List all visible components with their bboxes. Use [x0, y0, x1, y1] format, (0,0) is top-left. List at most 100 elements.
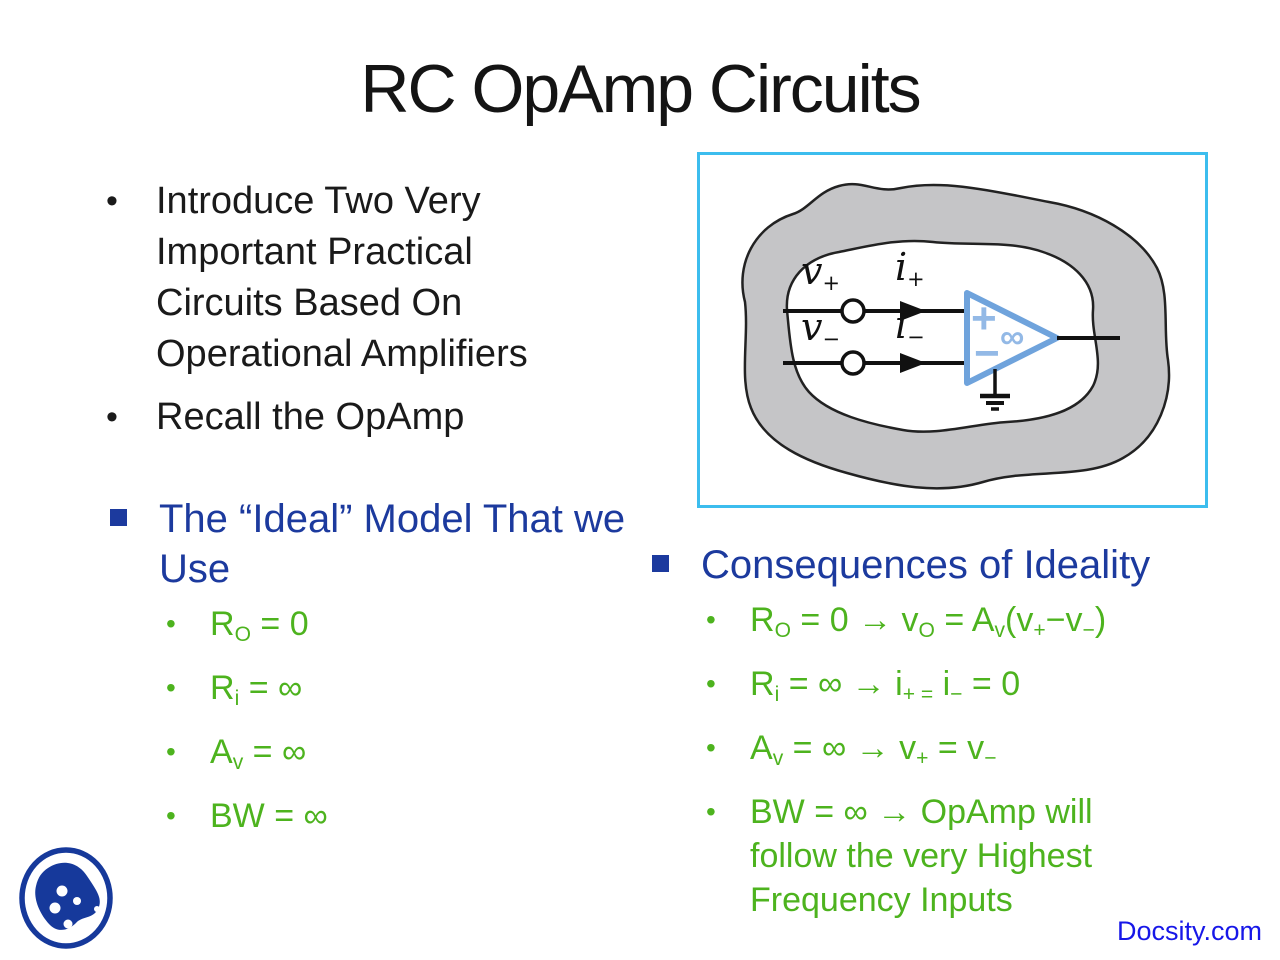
text-run: i	[895, 245, 908, 289]
subscript: −	[907, 324, 925, 349]
bullet-icon: •	[706, 731, 716, 763]
intro-bullet-item: • Introduce Two Very Important Practical …	[106, 176, 606, 380]
subscript: −	[984, 746, 997, 770]
text-run: = ∞	[239, 668, 303, 707]
subscript: v	[994, 618, 1006, 642]
terminal-v-minus	[840, 350, 866, 376]
text-run: )	[1094, 601, 1107, 639]
text-run: BW = ∞ → OpAmp will follow the very High…	[750, 792, 1093, 919]
subscript: O	[234, 622, 251, 646]
square-bullet-icon	[652, 555, 669, 572]
text-run: −v	[1045, 601, 1083, 639]
subscript: +	[916, 746, 929, 770]
bullet-icon: •	[166, 608, 176, 639]
consequences-item: • BW = ∞ → OpAmp will follow the very Hig…	[706, 790, 1180, 922]
list-item-text: Av = ∞	[210, 730, 306, 785]
opamp-triangle	[964, 290, 1060, 386]
list-item-text: Ri = ∞ → i+ = i− = 0	[750, 662, 1180, 717]
text-run: R	[210, 605, 235, 643]
text-run: BW = ∞	[210, 796, 328, 835]
bullet-icon: •	[166, 735, 176, 767]
list-item-text: BW = ∞ → OpAmp will follow the very High…	[750, 790, 1180, 922]
text-run: i	[895, 303, 908, 347]
subscript: +	[822, 270, 840, 295]
opamp-plus-sign: +	[971, 294, 997, 343]
text-run: R	[750, 664, 775, 703]
bullet-icon: •	[706, 667, 716, 699]
list-item-text: Recall the OpAmp	[156, 396, 465, 438]
subscript: O	[774, 618, 791, 642]
ground-icon	[980, 369, 1010, 411]
arrow-i-minus	[900, 353, 926, 373]
label-i-plus: i+	[895, 246, 925, 300]
opamp-figure-canvas	[697, 152, 1208, 508]
list-item-text: Introduce Two Very Important Practical C…	[156, 180, 528, 375]
text-run: A	[750, 728, 773, 767]
opamp-infinity-gain: ∞	[1000, 318, 1025, 356]
list-item-text: RO = 0 → vO = Av(v+−v−)	[750, 598, 1180, 653]
consequences-item: • Av = ∞ → v+ = v−	[706, 726, 1180, 781]
subscript: +	[907, 266, 925, 291]
intro-bullet-list: • Introduce Two Very Important Practical …	[106, 176, 606, 455]
slide-title: RC OpAmp Circuits	[360, 51, 921, 127]
text-run: R	[750, 601, 775, 639]
consequences-item: • Ri = ∞ → i+ = i− = 0	[706, 662, 1180, 717]
ideal-model-list: • RO = 0 • Ri = ∞ • Av = ∞ • BW = ∞	[166, 602, 328, 847]
text-run: = ∞ → v	[783, 728, 917, 767]
text-run: A	[210, 732, 233, 771]
text-run: v	[801, 249, 823, 293]
square-bullet-icon	[110, 509, 127, 526]
ideal-model-heading-text: The “Ideal” Model That we Use	[159, 497, 626, 591]
docsity-brand-link[interactable]: Docsity.com	[1116, 916, 1262, 946]
bullet-icon: •	[106, 398, 118, 436]
subscript: i	[774, 682, 780, 706]
ideal-model-item: • Av = ∞	[166, 730, 328, 785]
subscript: v	[772, 746, 784, 770]
list-item-text: Av = ∞ → v+ = v−	[750, 726, 1180, 781]
subscript: −	[1082, 618, 1095, 642]
subscript: O	[918, 618, 935, 642]
bullet-icon: •	[706, 795, 716, 827]
terminal-v-plus	[840, 298, 866, 324]
opamp-figure: v+ i+ v− i− + − ∞	[697, 152, 1208, 508]
ideal-model-item: • Ri = ∞	[166, 666, 328, 721]
subscript: +	[1033, 618, 1046, 642]
gray-blob-inner-hole	[785, 239, 1100, 433]
bullet-icon: •	[706, 604, 716, 635]
subscript: −	[950, 682, 963, 706]
ideal-model-item: • RO = 0	[166, 602, 328, 657]
text-run: = 0	[250, 605, 309, 643]
list-item-text: BW = ∞	[210, 794, 328, 838]
text-run: = v	[928, 728, 985, 767]
subscript: v	[232, 750, 244, 774]
subscript: + =	[902, 682, 934, 706]
bullet-icon: •	[106, 182, 118, 220]
docsity-palette-logo	[19, 847, 113, 949]
list-item-text: RO = 0	[210, 602, 309, 657]
text-run: v	[801, 305, 823, 349]
text-run: = A	[934, 601, 995, 639]
label-i-minus: i−	[895, 304, 925, 358]
text-run: (v	[1005, 601, 1034, 639]
consequences-item: •RO = 0 → vO = Av(v+−v−)	[706, 598, 1180, 653]
bullet-icon: •	[166, 799, 176, 831]
subscript: −	[822, 326, 840, 351]
label-v-plus: v+	[801, 250, 840, 304]
subscript: i	[234, 686, 240, 710]
text-run: i	[933, 664, 951, 703]
ideal-model-item: • BW = ∞	[166, 794, 328, 838]
opamp-minus-sign: −	[974, 329, 1000, 378]
text-run: = ∞	[243, 732, 307, 771]
consequences-heading-text: Consequences of Ideality	[701, 543, 1151, 587]
label-v-minus: v−	[801, 306, 840, 360]
text-run: = 0 → v	[790, 601, 919, 639]
intro-bullet-item: • Recall the OpAmp	[106, 392, 606, 443]
consequences-heading: Consequences of Ideality	[652, 540, 1232, 590]
ideal-model-heading: The “Ideal” Model That we Use	[110, 494, 650, 594]
list-item-text: Ri = ∞	[210, 666, 302, 721]
arrow-i-plus	[900, 301, 926, 321]
text-run: R	[210, 668, 235, 707]
bullet-icon: •	[166, 671, 176, 703]
text-run: = ∞ → i	[779, 664, 903, 703]
